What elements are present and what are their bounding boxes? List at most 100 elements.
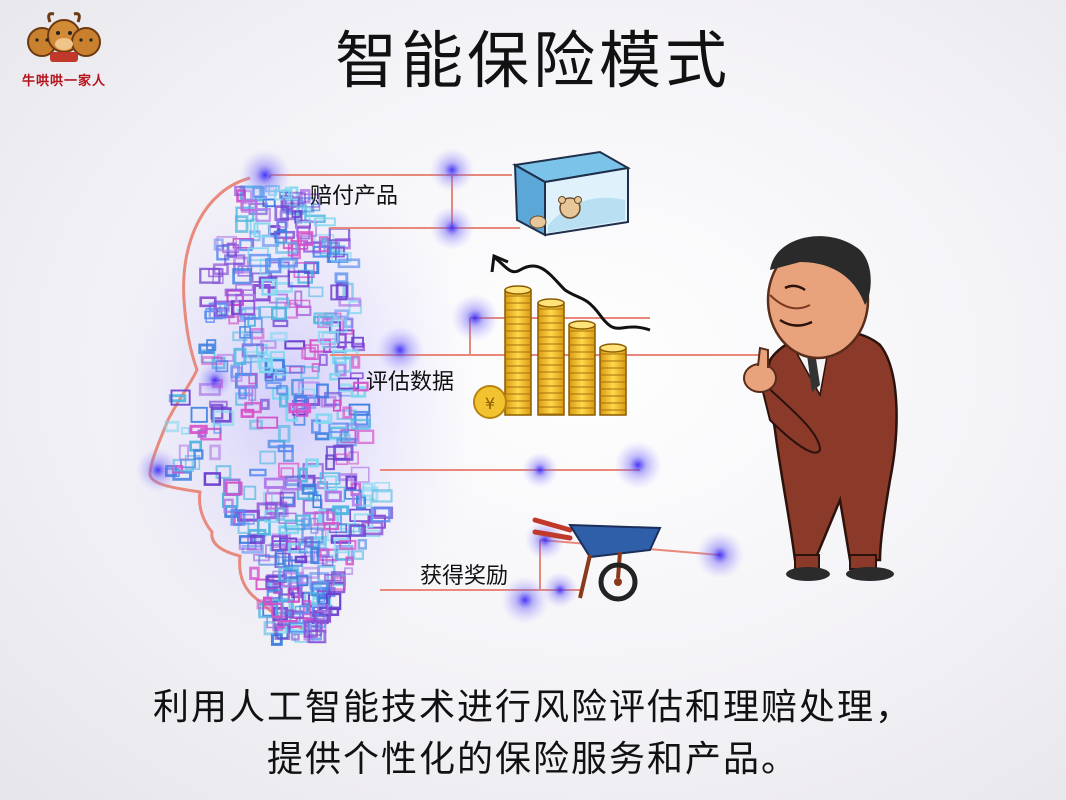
pixel-square xyxy=(295,404,309,417)
pixel-square xyxy=(240,408,255,418)
pixel-square xyxy=(164,420,180,433)
pixel-square xyxy=(209,400,228,408)
label-evaluation-data: 评估数据 xyxy=(366,370,455,395)
pixel-square xyxy=(199,296,217,308)
pixel-square xyxy=(318,353,328,366)
pixel-square xyxy=(267,439,286,449)
pixel-square xyxy=(224,254,246,265)
pixel-square xyxy=(332,399,342,412)
pixel-square xyxy=(257,353,270,370)
pixel-square xyxy=(334,238,351,250)
pixel-square xyxy=(319,472,341,485)
pixel-square xyxy=(315,413,333,424)
pixel-square xyxy=(338,297,362,307)
pixel-square xyxy=(181,427,190,435)
pixel-square xyxy=(269,331,288,342)
pixel-square xyxy=(232,238,255,249)
trend-arrow xyxy=(494,256,651,332)
pixel-square xyxy=(274,623,291,640)
coin-top xyxy=(568,320,596,330)
pixel-square xyxy=(317,481,329,490)
pixel-square xyxy=(321,556,334,566)
cattle-family-logo-icon xyxy=(27,12,101,62)
pixel-square xyxy=(225,481,243,496)
pixel-square xyxy=(334,272,349,284)
pixel-square xyxy=(261,278,278,296)
pixel-square xyxy=(357,429,375,445)
pixel-square xyxy=(330,284,348,301)
pixel-square xyxy=(249,419,264,430)
pixel-square xyxy=(284,609,295,619)
pixel-square xyxy=(330,576,346,592)
pixel-square xyxy=(330,251,352,263)
pixel-square xyxy=(244,401,262,414)
pixel-square xyxy=(277,424,291,443)
pixel-square xyxy=(250,327,265,340)
pixel-square xyxy=(312,494,322,509)
pixel-square xyxy=(304,591,319,605)
pixel-square xyxy=(357,538,367,550)
pixel-square xyxy=(248,373,257,385)
pixel-square xyxy=(256,518,271,536)
pixel-square xyxy=(328,422,350,434)
pixel-square xyxy=(301,346,316,360)
pixel-square xyxy=(284,365,306,374)
pixel-square xyxy=(190,406,208,423)
pixel-square xyxy=(276,220,289,229)
pixel-square xyxy=(345,556,355,566)
pixel-square xyxy=(249,354,264,363)
pixel-square xyxy=(216,307,228,316)
pixel-square xyxy=(336,409,357,420)
pixel-square xyxy=(238,513,255,525)
pixel-square xyxy=(230,509,246,526)
pixel-square xyxy=(330,318,348,334)
pixel-square xyxy=(333,444,354,461)
pixel-square xyxy=(275,506,286,521)
pixel-square xyxy=(343,567,354,575)
glow-points xyxy=(136,148,744,624)
pixel-square xyxy=(370,506,391,523)
pixel-square xyxy=(276,385,288,395)
pixel-square xyxy=(270,306,287,321)
pixel-square xyxy=(287,542,308,554)
arrow-head xyxy=(490,253,509,273)
pixel-square xyxy=(352,381,369,392)
pixel-square xyxy=(278,566,300,582)
coin-top xyxy=(599,343,627,353)
pixel-square xyxy=(238,300,256,316)
face-glow xyxy=(100,140,480,660)
pixel-square xyxy=(255,208,271,222)
pixel-square xyxy=(290,586,303,599)
pixel-square xyxy=(235,392,254,406)
coin-top xyxy=(537,298,565,308)
pixel-square xyxy=(313,547,328,565)
pixel-square xyxy=(321,331,337,349)
pixel-square xyxy=(339,539,357,550)
pixel-square xyxy=(230,364,240,379)
pixel-square xyxy=(293,262,315,279)
pixel-square xyxy=(349,524,367,537)
pixel-square xyxy=(337,258,361,269)
pixel-square xyxy=(304,536,314,548)
pixel-square xyxy=(241,199,258,213)
pixel-square xyxy=(373,481,391,493)
pixel-square xyxy=(200,427,222,441)
pixel-square xyxy=(259,450,277,465)
pixel-square xyxy=(308,630,327,644)
pixel-square xyxy=(296,206,311,224)
pixel-square xyxy=(362,482,374,492)
pixel-square xyxy=(334,357,352,373)
wheelbarrow-icon xyxy=(532,517,662,602)
pixel-square xyxy=(325,454,335,471)
pixel-square xyxy=(310,547,320,564)
pixel-square xyxy=(168,394,187,403)
pixel-square xyxy=(299,605,308,615)
pixel-square xyxy=(329,372,341,381)
pixel-square xyxy=(232,268,252,285)
businessman-thumbs-up-icon xyxy=(743,236,898,581)
caption-line-2: 提供个性化的保险服务和产品。 xyxy=(266,739,799,780)
pixel-square xyxy=(278,393,289,408)
pixel-square xyxy=(284,622,305,632)
pixel-square xyxy=(350,418,371,430)
pixel-square xyxy=(243,485,257,501)
